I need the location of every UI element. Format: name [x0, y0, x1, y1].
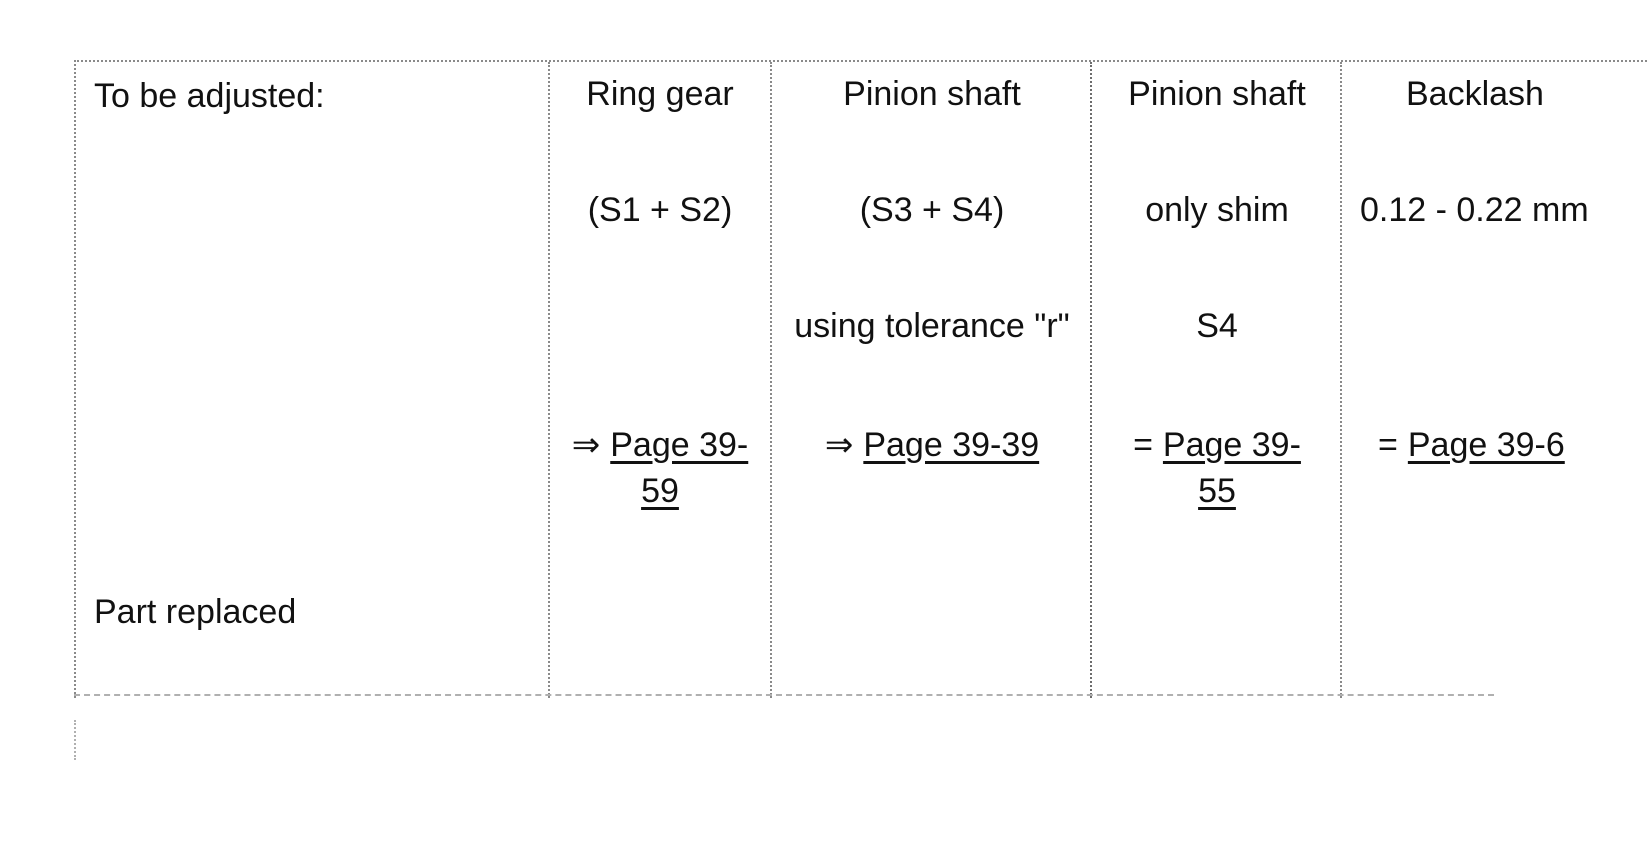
page-link-pinion-shaft[interactable]: Page 39-39 — [863, 426, 1040, 464]
page-link-ring-gear-cont[interactable]: 59 — [641, 472, 679, 510]
arrow-icon: ⇒ — [824, 426, 854, 464]
to-be-adjusted-label: To be adjusted: — [94, 77, 325, 115]
margin-mark — [74, 720, 76, 760]
spec-note: S4 — [1196, 307, 1238, 345]
equals-icon: = — [1133, 426, 1153, 464]
page-reference: ⇒Page 39- 59 — [550, 422, 770, 514]
column-header: Pinion shaft — [1128, 75, 1306, 113]
page-reference: ⇒Page 39-39 — [772, 422, 1092, 468]
pinion-shaft-column: Pinion shaft (S3 + S4) using tolerance "… — [770, 62, 1092, 698]
column-header: Backlash — [1406, 75, 1544, 113]
spec-note: using tolerance "r" — [794, 307, 1070, 345]
page-link-pinion-shim[interactable]: Page 39- — [1162, 426, 1301, 464]
backlash-spec: 0.12 - 0.22 mm — [1360, 191, 1589, 229]
ring-gear-column: Ring gear (S1 + S2) ⇒Page 39- 59 — [548, 62, 770, 698]
column-header: Pinion shaft — [843, 75, 1021, 113]
page-reference: =Page 39- 55 — [1092, 422, 1342, 514]
shim-spec: only shim — [1145, 191, 1289, 229]
arrow-icon: ⇒ — [571, 426, 601, 464]
column-header: Ring gear — [586, 75, 734, 113]
page-link-pinion-shim-cont[interactable]: 55 — [1198, 472, 1236, 510]
page-link-backlash[interactable]: Page 39-6 — [1407, 426, 1565, 464]
table-bottom-border — [74, 694, 1494, 696]
page-reference: =Page 39-6 — [1342, 422, 1648, 468]
adjustment-table: To be adjusted: Part replaced Ring gear … — [74, 60, 1648, 698]
shim-spec: (S1 + S2) — [587, 191, 733, 229]
backlash-column: Backlash 0.12 - 0.22 mm =Page 39-6 — [1340, 62, 1648, 698]
part-replaced-label: Part replaced — [94, 593, 297, 631]
page-link-ring-gear[interactable]: Page 39- — [610, 426, 749, 464]
pinion-shaft-shim-column: Pinion shaft only shim S4 =Page 39- 55 — [1090, 62, 1342, 698]
label-column: To be adjusted: Part replaced — [76, 62, 546, 698]
shim-spec: (S3 + S4) — [859, 191, 1005, 229]
equals-icon: = — [1378, 426, 1398, 464]
